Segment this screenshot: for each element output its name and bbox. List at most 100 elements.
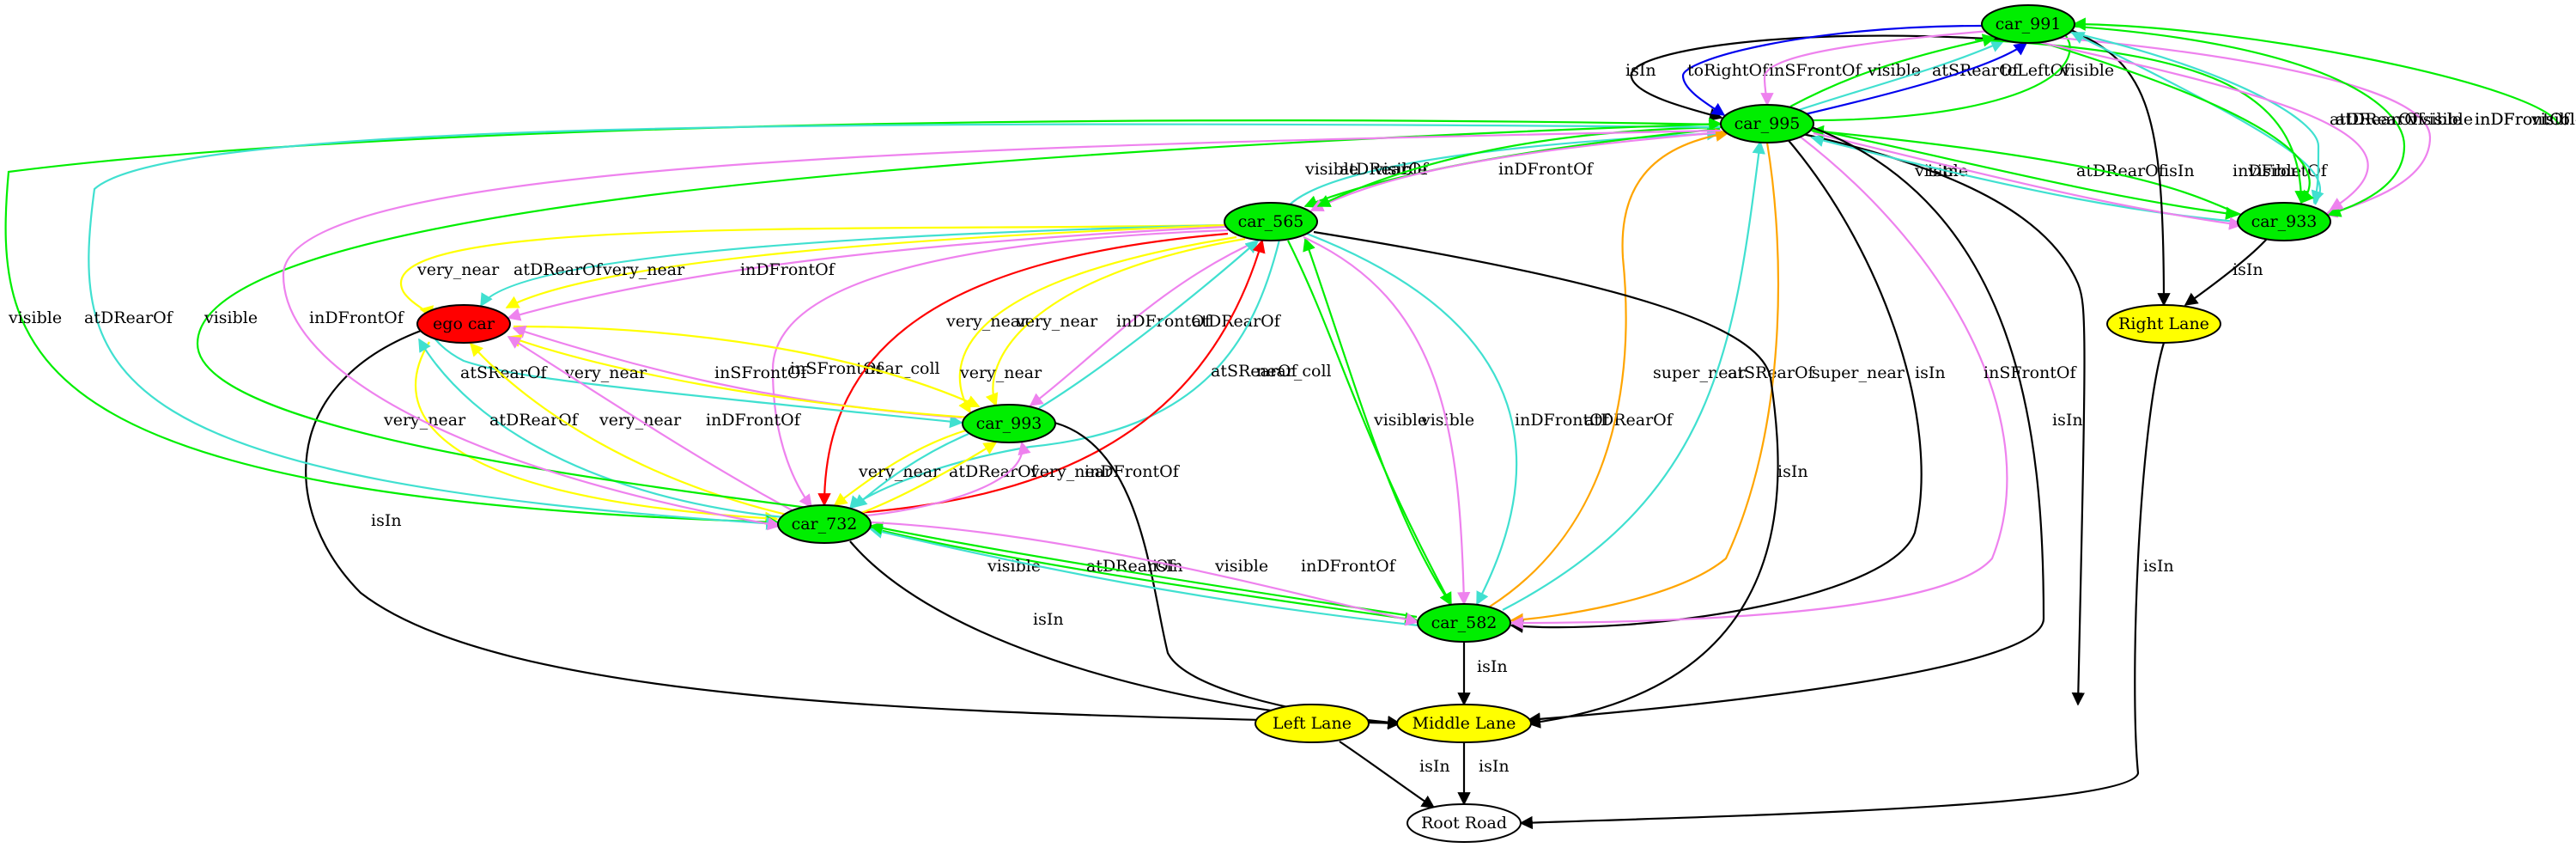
node-car-933: car_933 xyxy=(2237,202,2331,241)
node-car-582: car_582 xyxy=(1417,603,1511,643)
edge-e54: very_near xyxy=(383,341,779,525)
edge-label: inDFrontOf xyxy=(1498,160,1595,179)
node-middle-lane: Middle Lane xyxy=(1396,704,1532,743)
edge-label: atDRearOf xyxy=(2336,110,2426,129)
edge-e30: inDFrontOf xyxy=(507,225,1227,321)
edge-label: inSFrontOf xyxy=(790,359,884,378)
edge-e14: atDRearOf xyxy=(1810,134,2238,223)
node-ellipse xyxy=(2106,304,2221,344)
edge-e32: near_coll xyxy=(817,232,1229,507)
edge-e35: inDFrontOf xyxy=(1029,237,1263,406)
edge-e10: inDFrontOf xyxy=(1309,131,1722,211)
edge-e70: isIn xyxy=(1339,741,1450,808)
edge-e46: isIn xyxy=(1510,137,1946,633)
edge-line xyxy=(1303,237,1452,606)
node-ellipse xyxy=(416,304,511,344)
edge-label: inDFrontOf xyxy=(1116,312,1212,331)
edge-label: atDRearOf xyxy=(513,260,604,279)
edge-line xyxy=(418,338,784,519)
node-label: car_582 xyxy=(1431,613,1498,632)
edge-line xyxy=(1489,128,1729,607)
node-label: car_933 xyxy=(2251,212,2318,231)
edge-e28: atDRearOf xyxy=(480,223,1227,308)
edge-e72: isIn xyxy=(1519,342,2174,830)
edge-label: inSFrontOf xyxy=(1984,363,2077,382)
node-label: Left Lane xyxy=(1273,714,1352,733)
edge-label: visible xyxy=(1373,160,1427,179)
edge-e44: atSRearOf xyxy=(1502,140,1816,611)
edge-e15: visible xyxy=(1810,125,2301,217)
edge-line xyxy=(1313,230,1779,729)
edge-label: very_near xyxy=(1030,462,1113,481)
node-ellipse xyxy=(1720,104,1814,143)
edge-e29: very_near xyxy=(505,223,1227,308)
edge-line xyxy=(2060,24,2171,307)
edge-e69: isIn xyxy=(1457,642,1508,706)
edge-label: very_near xyxy=(1015,312,1098,331)
edge-line xyxy=(4,119,1721,529)
edge-line xyxy=(196,117,1722,517)
edge-label: inSFrontOf xyxy=(714,363,808,382)
node-label: car_993 xyxy=(976,414,1042,433)
edge-line xyxy=(958,235,1237,414)
node-label: car_995 xyxy=(1735,114,1801,133)
edge-line xyxy=(480,223,1227,308)
edge-line xyxy=(2070,32,2322,205)
edge-e40: visible xyxy=(1303,237,1474,606)
node-car-995: car_995 xyxy=(1720,104,1814,143)
edge-label: atDRearOf xyxy=(2076,162,2166,180)
node-label: car_565 xyxy=(1238,212,1304,231)
edge-line xyxy=(1811,127,2239,220)
node-left-lane: Left Lane xyxy=(1255,704,1370,743)
edge-label: inDFrontOf xyxy=(309,308,405,327)
edge-e48: isIn xyxy=(1527,125,2083,726)
edge-line xyxy=(1502,140,1765,611)
edge-label: visible xyxy=(987,557,1041,576)
edge-label: visible xyxy=(2419,110,2473,129)
edge-e39: visible xyxy=(1287,240,1452,607)
edge-label: near_coll xyxy=(865,359,940,378)
node-ellipse xyxy=(2237,202,2331,241)
edge-line xyxy=(400,223,1229,319)
edge-e57: inDFrontOf xyxy=(507,336,802,515)
edge-label: visible xyxy=(204,308,258,327)
edge-label: very_near xyxy=(383,411,466,430)
edge-label: inDFrontOf xyxy=(2475,110,2571,129)
edge-line xyxy=(858,442,998,516)
edge-line xyxy=(1519,342,2166,830)
edge-label: isIn xyxy=(1777,462,1808,481)
edge-label: isIn xyxy=(1477,657,1508,676)
edge-label: visible xyxy=(1214,557,1268,576)
edge-e49: isIn xyxy=(1313,230,1808,729)
edge-label: isIn xyxy=(2052,411,2083,430)
edge-label: isIn xyxy=(1419,757,1450,776)
edge-line xyxy=(853,432,969,509)
edge-line xyxy=(849,239,1281,510)
edge-label: isIn xyxy=(1915,363,1946,382)
edge-label: inDFrontOf xyxy=(740,260,836,279)
edge-label: inDFrontOf xyxy=(2233,162,2329,180)
edge-line xyxy=(2064,24,2406,217)
edge-e47: inSFrontOf xyxy=(1510,135,2077,630)
edge-e60: atDRearOf xyxy=(853,432,1039,509)
node-label: car_732 xyxy=(792,515,858,534)
edge-label: inDFrontOf xyxy=(2475,110,2571,129)
edge-label: isIn xyxy=(2143,557,2174,576)
edge-label: very_near xyxy=(602,260,685,279)
node-root-road: Root Road xyxy=(1406,803,1522,843)
edge-e23: visible xyxy=(2072,17,2576,129)
node-car-732: car_732 xyxy=(777,504,872,544)
node-label: Right Lane xyxy=(2118,314,2209,333)
edge-e22: isIn xyxy=(2184,238,2268,306)
node-ellipse xyxy=(1417,603,1511,643)
edge-label: isIn xyxy=(2233,260,2263,279)
edge-e36: atDRearOf xyxy=(1038,239,1282,409)
edge-line xyxy=(869,525,1419,627)
edge-e43: super_near xyxy=(1489,128,1747,607)
edge-line xyxy=(1316,125,1723,207)
edge-label: isIn xyxy=(1033,610,1064,629)
edge-e68: inDFrontOf xyxy=(871,521,1419,626)
edge-line xyxy=(1309,131,1722,211)
edge-label: atSRearOf xyxy=(460,363,549,382)
